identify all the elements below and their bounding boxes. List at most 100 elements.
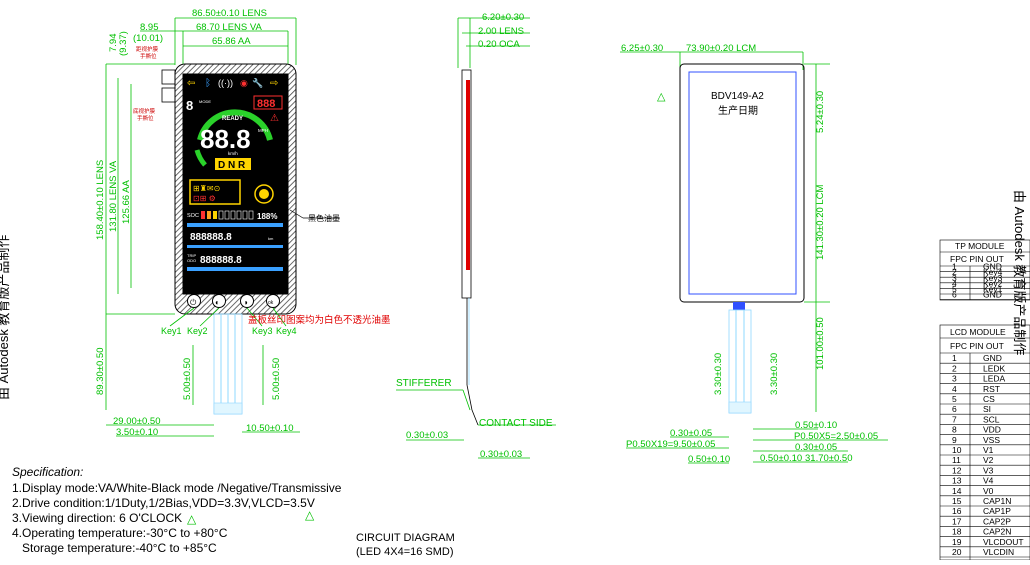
pull-tab-bottom: [161, 87, 176, 103]
key3-button[interactable]: [240, 294, 254, 308]
lcd-pin-number: 17: [952, 516, 962, 526]
lcd-pin-signal: RST: [983, 384, 1000, 394]
tp-pin-number: 2: [952, 267, 957, 277]
lcd-table-subtitle: FPC PIN OUT: [950, 341, 1004, 351]
pull-tab-top: [161, 69, 176, 85]
tp-table-title: TP MODULE: [955, 241, 1005, 251]
side-lcd: [466, 80, 470, 270]
lcd-pin-number: 1: [952, 353, 957, 363]
lcd-pin-signal: CAP2N: [983, 527, 1011, 537]
vlcd-triangle-icon: △: [305, 508, 315, 522]
lcd-pin-number: 16: [952, 506, 962, 516]
dim-7-94: 7.94: [108, 34, 119, 53]
lcd-pin-signal: LEDK: [983, 363, 1006, 373]
dim-lcm-height: 141.30±0.20 LCM: [815, 184, 826, 260]
lcd-pin-number: 12: [952, 465, 962, 475]
key4-button[interactable]: [266, 294, 280, 308]
key2-label: Key2: [187, 326, 208, 336]
front-view: 86.50±0.10 LENS 68.70 LENS VA 65.86 AA 8…: [95, 8, 391, 438]
lcd-pin-number: 4: [952, 384, 957, 394]
dim-5-00-right: 5.00±0.50: [271, 358, 282, 400]
lcd-pin-number: 14: [952, 486, 962, 496]
warning-icon: ⚠: [270, 113, 279, 124]
dim-lens-va: 68.70 LENS VA: [196, 22, 263, 33]
power-icon: ⏻: [190, 298, 197, 307]
lcd-pin-signal: CAP2P: [983, 516, 1011, 526]
back-fpc: [728, 309, 752, 414]
dim-0-30-back-b: 0.30±0.05: [795, 442, 837, 453]
spec-line-5: Storage temperature:-40°C to +85°C: [12, 541, 217, 555]
lcd-pin-signal: CAP1P: [983, 506, 1011, 516]
model-label: BDV149-A2: [711, 91, 764, 102]
lcd-pin-signal: SCL: [983, 414, 1000, 424]
lcd-pin-number: 6: [952, 404, 957, 414]
lcd-pin-number: 2: [952, 363, 957, 373]
lcd-pin-signal: CAP1N: [983, 496, 1011, 506]
lcd-pin-signal: VLCDIN: [983, 547, 1014, 557]
dim-0-30-b: 0.30±0.03: [480, 449, 522, 460]
spec-line-1: 1.Display mode:VA/White-Black mode /Nega…: [12, 481, 342, 495]
key1-button[interactable]: [187, 294, 201, 308]
kmh-label: km/h: [228, 151, 238, 156]
sun-icon: [254, 184, 274, 204]
key3-label: Key3: [252, 326, 273, 336]
lamp-icon: ◉: [240, 78, 248, 88]
note-tab-2: 底视护膜: [133, 107, 156, 115]
lcd-pin-signal: V0: [983, 486, 994, 496]
tp-pin-number: 6: [952, 290, 957, 300]
black-ink-label: 黑色油墨: [308, 213, 340, 223]
side-view: 6.20±0.30 2.00 LENS 0.20 OCA STIFFERER C…: [396, 12, 556, 460]
lcd-pin-signal: GND: [983, 353, 1002, 363]
dim-0-50-b: 0.50±0.10: [795, 420, 837, 431]
lcd-pin-table: LCD MODULE FPC PIN OUT: [939, 324, 1030, 561]
tp-table-subtitle: FPC PIN OUT: [950, 254, 1004, 264]
wrench-icon: 🔧: [252, 77, 263, 88]
tp-pin-signal: Key1: [983, 284, 1003, 294]
lcd-pin-signal: VLCDOUT: [983, 537, 1024, 547]
key4-label: Key4: [276, 326, 297, 336]
trip-label: TRIP: [187, 253, 196, 258]
dim-thickness: 6.20±0.30: [482, 12, 524, 23]
key2-button[interactable]: [212, 294, 226, 308]
dim-lens-height: 158.40±0.10 LENS: [95, 160, 106, 240]
watermark-left: 由 Autodesk 教育版产品制作: [0, 235, 11, 400]
temperature-box: [253, 95, 283, 110]
svg-text:手撕位: 手撕位: [137, 114, 154, 122]
fpc-contact: [213, 402, 243, 415]
lcd-pin-number: 9: [952, 435, 957, 445]
key1-label: Key1: [161, 326, 182, 336]
trip-digits: 888888.8: [190, 232, 232, 243]
dim-0-50-a: 0.50±0.10: [688, 454, 730, 465]
dim-oca: 0.20 OCA: [478, 39, 520, 50]
dim-5-00-left: 5.00±0.50: [182, 358, 193, 400]
key-buttons: ⏻ ◐ ◑ ok: [187, 294, 280, 308]
left-icon: ◐: [215, 298, 220, 307]
km-label: km: [268, 236, 274, 241]
mode-label: MODE: [199, 99, 211, 104]
gear-box: [215, 158, 251, 170]
dim-aa-height: 125.66 AA: [121, 179, 132, 224]
lcd-pin-number: 13: [952, 476, 962, 486]
gear-digit: 8: [186, 98, 193, 113]
lcd-pin-number: 8: [952, 425, 957, 435]
brake-icon: ⊡⊞ ⚙: [193, 194, 216, 203]
temp-digits: 888: [257, 98, 275, 110]
lcd-pin-signal: V3: [983, 465, 994, 475]
dim-fpc-length: 89.30±0.50: [95, 348, 106, 395]
dim-0-30-a: 0.30±0.03: [406, 430, 448, 441]
fpc-bend: [466, 384, 479, 426]
lcd-pin-signal: SI: [983, 404, 991, 414]
odo-label: ODO: [187, 258, 196, 263]
spec-line-4: 4.Operating temperature:-30°C to +80°C: [12, 526, 228, 540]
odo-digits: 888888.8: [200, 255, 242, 266]
lcd-pin-number: 3: [952, 374, 957, 384]
lcd-pin-signal: V2: [983, 455, 994, 465]
contact-side-label: CONTACT SIDE: [479, 418, 553, 429]
lcd-pin-number: 19: [952, 537, 962, 547]
tp-pin-number: 4: [952, 278, 957, 288]
warning-triangle-icon: △: [657, 91, 666, 103]
dim-31-70: 31.70±0.50: [805, 453, 852, 464]
tp-pin-signal: GND: [983, 262, 1002, 272]
ok-icon: ok: [268, 300, 274, 306]
